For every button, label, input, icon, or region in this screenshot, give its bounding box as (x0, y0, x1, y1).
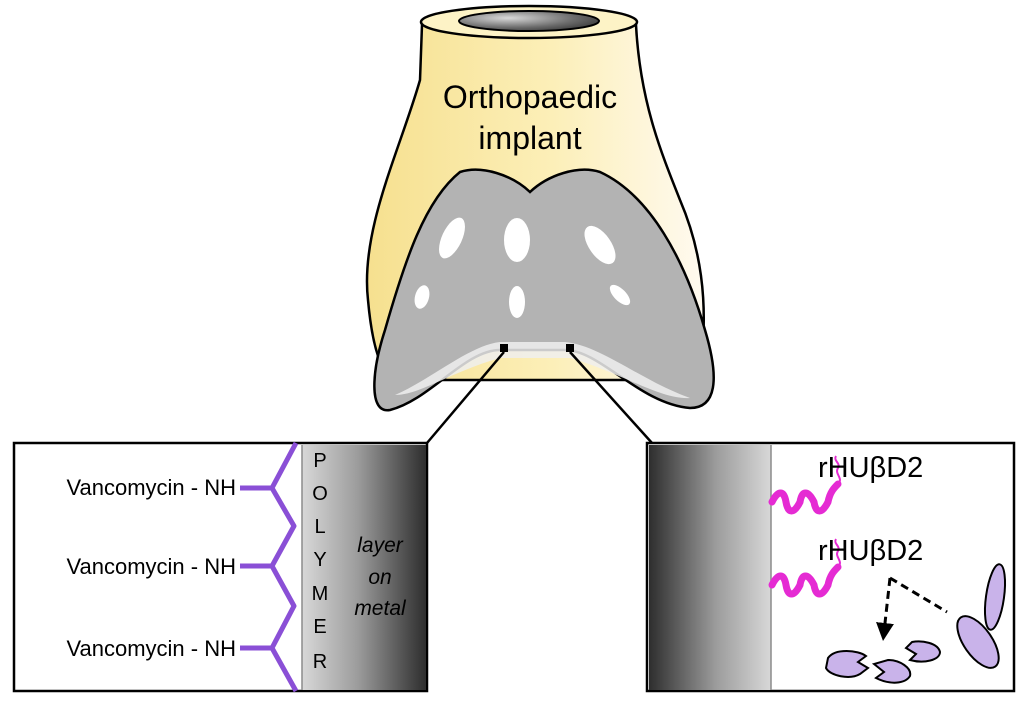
metal-layer-left (302, 445, 426, 690)
implant-hole (458, 10, 600, 32)
highlight (414, 285, 430, 309)
polymer-letter: Y (313, 549, 326, 571)
peptide-label: rHUβD2 (818, 535, 923, 567)
dashed-arrow (876, 577, 894, 641)
polymer-letter: E (313, 616, 326, 638)
right-panel: rHUβD2 rHUβD2 (645, 441, 1016, 693)
implant-title-line2: implant (478, 120, 581, 156)
implant-title-line1: Orthopaedic (443, 79, 617, 115)
vancomycin-label: Vancomycin - NH (66, 636, 236, 661)
zoom-marker-left (500, 344, 508, 352)
peptide-helix (768, 538, 842, 598)
polymer-letter: L (314, 516, 325, 538)
zoom-line-right (569, 351, 653, 444)
implant: Orthopaedic implant (365, 4, 715, 444)
polymer-letter: M (312, 583, 329, 605)
highlight (504, 218, 530, 262)
highlight (584, 225, 616, 265)
highlight (509, 286, 525, 318)
metal-label: metal (354, 597, 407, 620)
zoom-line-left (426, 351, 505, 444)
vancomycin-label: Vancomycin - NH (66, 475, 236, 500)
highlight (439, 217, 465, 259)
metal-label: on (368, 566, 391, 589)
bacterium-lysed (824, 640, 942, 684)
zoom-marker-right (566, 344, 574, 352)
left-panel: Vancomycin - NH Vancomycin - NH Vancomyc… (12, 441, 429, 693)
vancomycin-label: Vancomycin - NH (66, 554, 236, 579)
polymer-letter: P (313, 450, 326, 472)
highlight (609, 284, 631, 306)
polymer-letter: O (312, 483, 328, 505)
bacterium-intact (956, 563, 1007, 669)
metal-layer-right (649, 445, 771, 690)
metal-label: layer (357, 534, 404, 557)
implant-head-shine-bottom (395, 342, 690, 399)
dashed-connector (889, 576, 948, 614)
polymer-letter: R (313, 651, 327, 673)
peptide-label: rHUβD2 (818, 452, 923, 484)
peptide-helix (768, 455, 842, 515)
